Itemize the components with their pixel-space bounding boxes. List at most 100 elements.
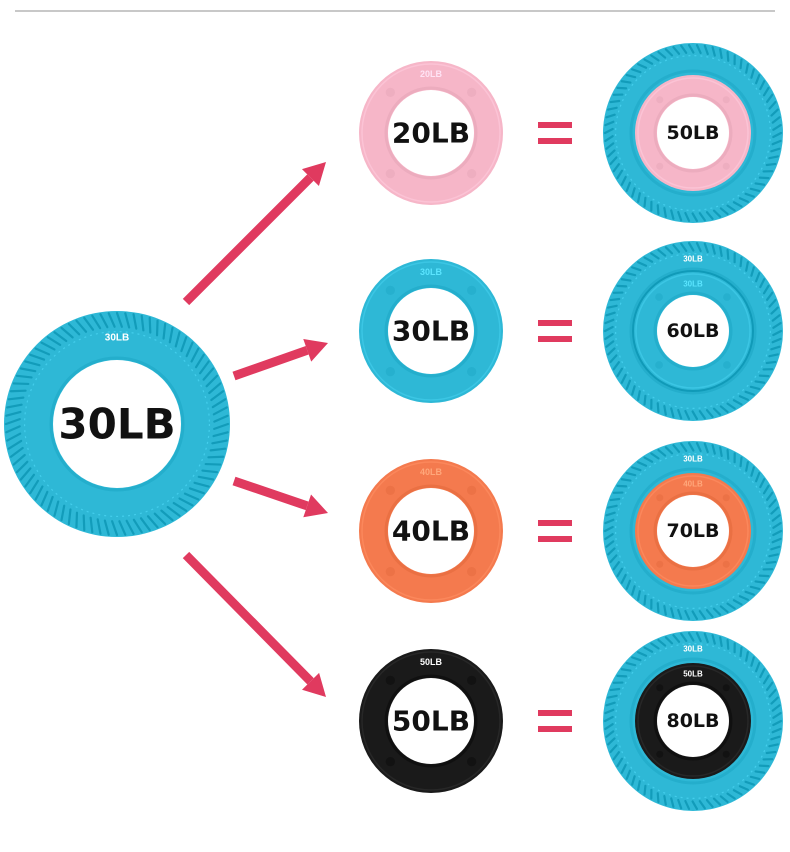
tread-groove (772, 124, 782, 131)
tread-groove (771, 337, 782, 344)
tread-groove (637, 192, 641, 203)
tread-groove (670, 407, 675, 418)
tread-groove (770, 306, 779, 315)
tread-groove (765, 162, 777, 167)
source-ring-body (4, 311, 230, 537)
tread-groove (616, 484, 628, 488)
tread-groove (107, 312, 116, 328)
tread-groove (616, 367, 624, 378)
arrow-head (303, 494, 328, 518)
tread-groove (663, 795, 667, 806)
ring-inner-edge (384, 674, 478, 768)
tread-groove (183, 492, 200, 501)
arrow-head (303, 338, 328, 362)
tread-groove (616, 86, 628, 90)
equals-bar-top (538, 122, 572, 128)
tread-groove (726, 402, 736, 410)
tread-groove (712, 407, 722, 416)
tread-groove (768, 553, 779, 558)
grip-bump (467, 485, 477, 495)
tread-groove (213, 422, 230, 430)
tread-groove (625, 662, 637, 667)
tread-groove (765, 491, 774, 501)
tread-groove (755, 472, 761, 483)
arrow-shaft (182, 551, 314, 685)
tread-groove (204, 462, 222, 466)
tread-groove (24, 473, 36, 488)
tread-groove (67, 508, 72, 526)
tread-groove (620, 175, 627, 186)
tread-groove (771, 314, 781, 322)
tread-groove (605, 511, 616, 517)
tread-groove (625, 181, 631, 192)
tread-groove (604, 318, 615, 325)
tread-groove (616, 284, 628, 288)
equals-label: = (555, 720, 556, 722)
tread-groove (604, 518, 615, 525)
tread-groove (6, 432, 22, 442)
tread-groove (684, 609, 691, 621)
tread-groove (4, 418, 21, 426)
tread-groove (210, 390, 225, 402)
tread-groove (687, 441, 695, 452)
arrow-4 (182, 551, 326, 697)
tread-groove (616, 169, 624, 180)
tread-groove (677, 608, 683, 620)
tread-groove (155, 319, 159, 337)
tread-groove (712, 797, 722, 806)
source-ring-rim-label: 30LB (105, 333, 129, 344)
tread-groove (211, 398, 227, 409)
equals-bar-bottom (538, 726, 572, 732)
tread-groove (754, 380, 766, 384)
tread-groove (197, 475, 215, 481)
arrow-1 (182, 162, 326, 306)
tread-groove (755, 662, 761, 673)
ring-hole (53, 360, 181, 488)
tread-groove (637, 261, 648, 267)
tread-groove (609, 554, 618, 564)
tread-groove (759, 668, 766, 679)
grip-bump (656, 560, 664, 568)
tread-groove (703, 632, 709, 644)
tread-groove (698, 800, 706, 810)
tread-groove (637, 390, 641, 401)
equals-bar-bottom (538, 536, 572, 542)
combined-inner-ring (633, 271, 753, 391)
tread-groove (160, 509, 174, 522)
tread-groove (620, 278, 632, 282)
combined-center-label: 50LB (666, 122, 719, 144)
tread-groove (612, 561, 621, 571)
tread-groove (684, 409, 691, 421)
tread-groove (111, 520, 119, 537)
tread-groove (212, 431, 229, 438)
ring-highlight (361, 461, 501, 601)
grip-bump (722, 684, 730, 692)
ring-dotted-band (614, 253, 771, 410)
tread-groove (670, 797, 675, 808)
tread-groove (643, 196, 647, 208)
ring-tread (603, 241, 783, 421)
tread-groove (680, 632, 688, 642)
grip-bump (722, 494, 730, 502)
combined-outer-rim-label: 30LB (683, 255, 703, 264)
tread-groove (744, 390, 755, 396)
tread-groove (603, 715, 614, 723)
tread-groove (148, 316, 152, 334)
tread-groove (643, 394, 647, 406)
ring-inner-edge (629, 69, 757, 197)
tread-groove (771, 727, 782, 734)
ring-highlight (637, 475, 749, 587)
tread-groove (754, 580, 766, 584)
tread-groove (691, 800, 699, 811)
tread-groove (732, 789, 743, 796)
ring-hole (657, 97, 729, 169)
tread-groove (744, 780, 755, 786)
tread-groove (705, 609, 714, 618)
tread-groove (631, 266, 642, 272)
tread-groove (650, 252, 660, 260)
